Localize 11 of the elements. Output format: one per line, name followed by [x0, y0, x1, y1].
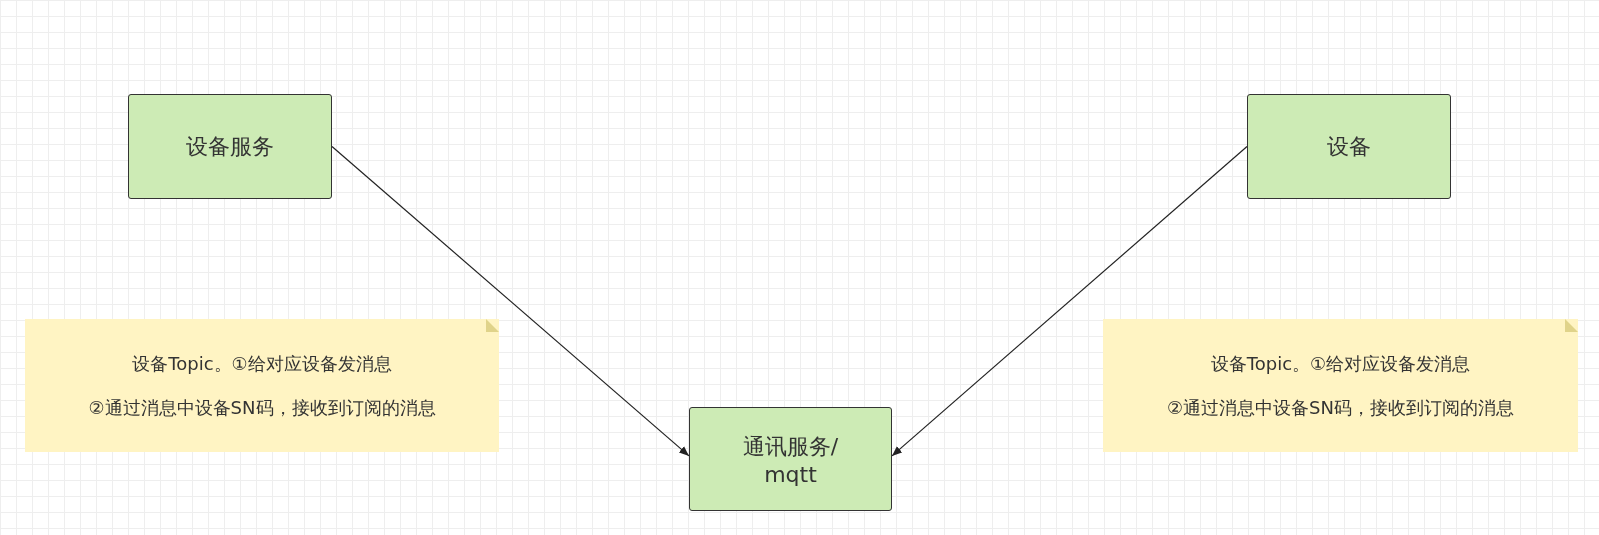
note-text: ②通过消息中设备SN码，接收到订阅的消息	[88, 395, 436, 420]
process-box: 设备服务	[128, 94, 332, 199]
note-text: 设备Topic。①给对应设备发消息	[1210, 351, 1471, 376]
note-text: 设备Topic。①给对应设备发消息	[132, 351, 392, 376]
note-text: ②通过消息中设备SN码，接收到订阅的消息	[1167, 395, 1514, 420]
arrow	[331, 145, 690, 457]
arrow	[891, 145, 1248, 457]
sticky-note	[25, 319, 499, 452]
process-box: 设备	[1247, 94, 1451, 199]
process-box: 通讯服务/mqtt	[689, 407, 892, 511]
sticky-note	[1103, 319, 1578, 452]
